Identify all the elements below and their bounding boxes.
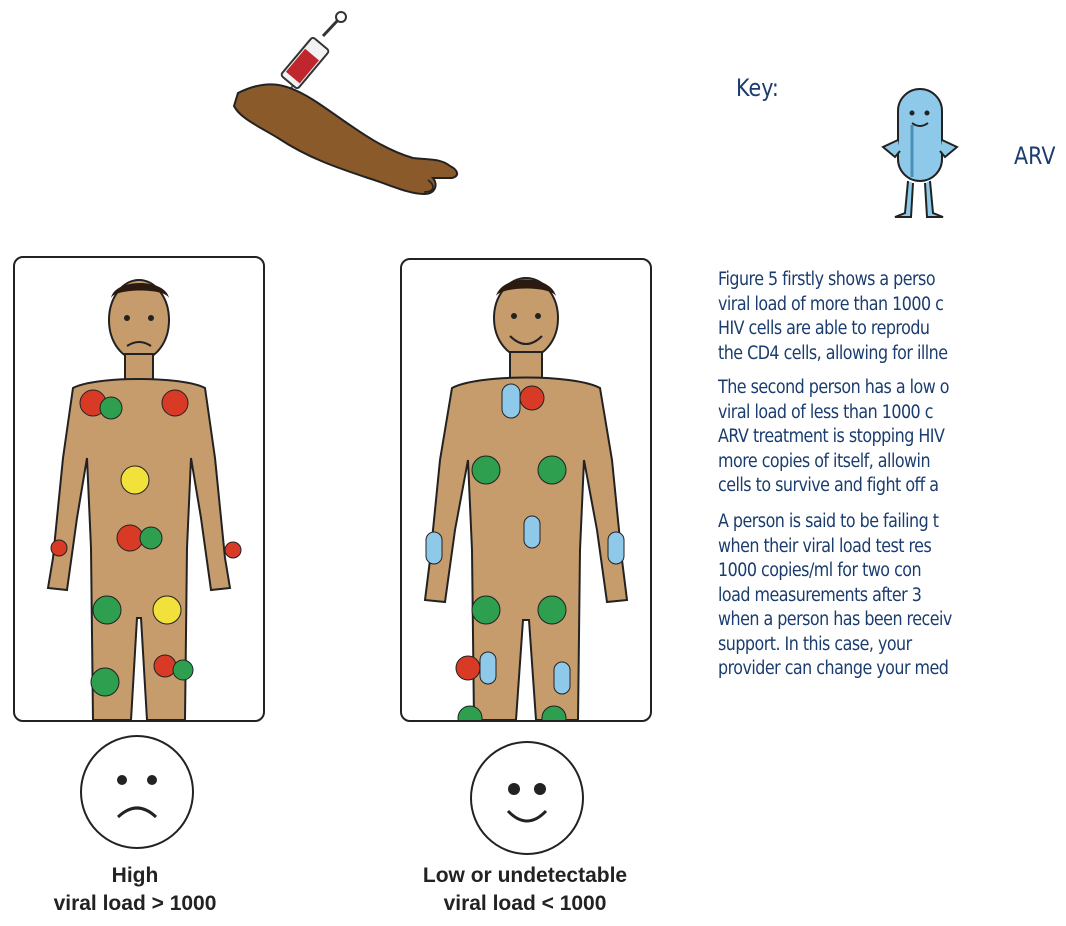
cd4-cell-icon (140, 527, 162, 549)
hiv-cell-icon (51, 540, 67, 556)
infected-cell-icon (153, 596, 181, 624)
text-line: when their viral load test res (718, 535, 1017, 560)
text-line: viral load of more than 1000 c (718, 293, 1017, 318)
person-low-viral-load-illustration (402, 260, 650, 720)
hiv-cell-icon (117, 525, 143, 551)
text-line: more copies of itself, allowin (718, 450, 1017, 475)
text-line: Figure 5 firstly shows a perso (718, 268, 1017, 293)
cd4-cell-icon (538, 596, 566, 624)
arv-cell-icon (524, 516, 540, 548)
text-line: 1000 copies/ml for two con (718, 559, 1017, 584)
text-line: viral load of less than 1000 c (718, 401, 1017, 426)
caption-line-1: High (20, 862, 250, 890)
cd4-cell-icon (472, 456, 500, 484)
hiv-cell-icon (162, 390, 188, 416)
caption-line-2: viral load > 1000 (20, 890, 250, 918)
arm-with-syringe-illustration (228, 8, 468, 208)
arv-cell-icon (502, 384, 520, 418)
text-line: the CD4 cells, allowing for illne (718, 342, 1017, 367)
caption-line-2: viral load < 1000 (380, 890, 670, 918)
arv-key-label: ARV (1014, 142, 1055, 170)
key-label: Key: (736, 74, 779, 102)
paragraph-treatment-failure: A person is said to be failing t when th… (718, 510, 1017, 682)
text-line: cells to survive and fight off a (718, 474, 1017, 499)
arv-pill-character-icon (875, 85, 965, 225)
low-viral-load-panel (400, 258, 652, 722)
cd4-cell-icon (91, 668, 119, 696)
text-line: HIV cells are able to reprodu (718, 317, 1017, 342)
infected-cell-icon (121, 466, 149, 494)
low-viral-load-caption: Low or undetectable viral load < 1000 (380, 862, 670, 918)
text-line: The second person has a low o (718, 376, 1017, 401)
hiv-cell-icon (154, 655, 176, 677)
arv-cell-icon (608, 532, 624, 564)
text-line: A person is said to be failing t (718, 510, 1017, 535)
arv-cell-icon (480, 652, 496, 684)
high-viral-load-caption: High viral load > 1000 (20, 862, 250, 918)
cd4-cell-icon (173, 660, 193, 680)
arv-cell-icon (426, 532, 442, 564)
text-line: ARV treatment is stopping HIV (718, 425, 1017, 450)
cd4-cell-icon (100, 397, 122, 419)
caption-line-1: Low or undetectable (380, 862, 670, 890)
arv-cell-icon (554, 662, 570, 694)
person-high-viral-load-illustration (15, 258, 263, 720)
text-line: provider can change your med (718, 657, 1017, 682)
hiv-cell-icon (225, 542, 241, 558)
text-line: load measurements after 3 (718, 584, 1017, 609)
hiv-cell-icon (520, 386, 544, 410)
syringe-icon (280, 12, 346, 100)
paragraph-second-person: The second person has a low o viral load… (718, 376, 1017, 499)
cd4-cell-icon (538, 456, 566, 484)
sad-face-icon (80, 735, 194, 849)
happy-face-icon (470, 741, 584, 855)
cd4-cell-icon (93, 596, 121, 624)
high-viral-load-panel (13, 256, 265, 722)
hiv-cell-icon (456, 656, 480, 680)
text-line: when a person has been receiv (718, 608, 1017, 633)
paragraph-figure-description: Figure 5 firstly shows a perso viral loa… (718, 268, 1017, 366)
cd4-cell-icon (472, 596, 500, 624)
text-line: support. In this case, your (718, 633, 1017, 658)
